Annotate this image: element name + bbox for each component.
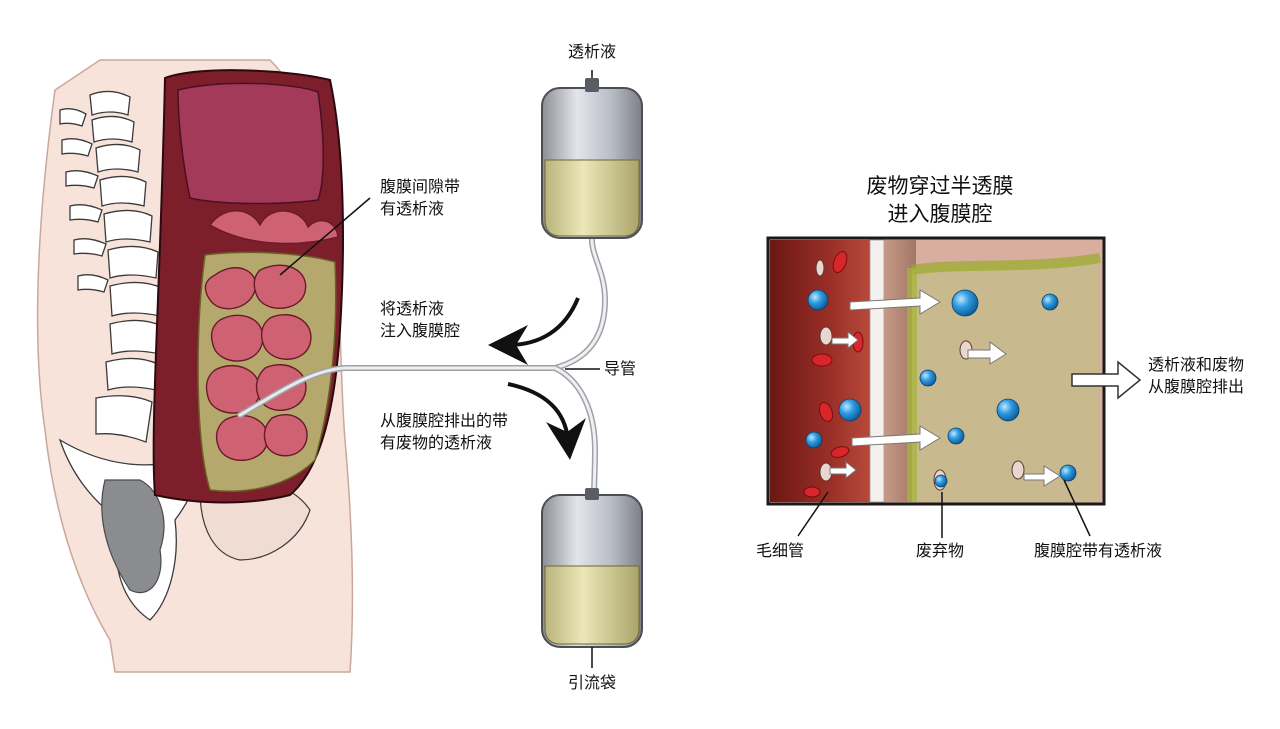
exit-label-line1: 透析液和废物 <box>1148 355 1245 374</box>
spine <box>59 90 163 443</box>
capillary-label: 毛细管 <box>756 541 805 560</box>
body-cross-section <box>36 59 371 673</box>
inflow-arrow <box>488 297 580 365</box>
drain-bag-label: 引流袋 <box>567 673 616 692</box>
detail-title-line1: 废物穿过半透膜 <box>866 174 1014 198</box>
peritoneal-leader <box>279 197 371 276</box>
cavity-leader <box>1063 479 1091 537</box>
drain-bag <box>541 488 643 668</box>
exit-arrow <box>1071 360 1142 400</box>
dialysate-bag-label: 透析液 <box>567 42 616 61</box>
outflow-arrow <box>507 382 586 460</box>
inflow-label-line1: 将透析液 <box>380 299 445 318</box>
outflow-label-line2: 有废物的透析液 <box>380 433 493 452</box>
waste-particles <box>805 289 1077 488</box>
bladder-rectum <box>101 479 165 594</box>
detail-title-line2: 进入腹膜腔 <box>887 202 993 226</box>
peritoneal-space-label-line2: 有透析液 <box>380 199 445 218</box>
membrane-detail-panel <box>766 236 1142 538</box>
catheter-label: 导管 <box>604 359 637 378</box>
red-blood-cells <box>803 250 864 498</box>
intestines <box>204 210 339 462</box>
exit-label-line2: 从腹膜腔排出 <box>1148 377 1245 396</box>
diffusion-arrows <box>829 289 1061 487</box>
peritoneal-space-label-line1: 腹膜间隙带 <box>380 177 461 196</box>
capillary-vessel <box>770 240 870 502</box>
outflow-label-line1: 从腹膜腔排出的带 <box>380 411 509 430</box>
liver <box>177 82 324 205</box>
catheter-system <box>345 70 643 668</box>
cavity-dialysate-label: 腹膜腔带有透析液 <box>1034 541 1163 560</box>
capillary-leader <box>797 491 829 537</box>
inflow-label-line2: 注入腹膜腔 <box>380 321 461 340</box>
waste-label: 废弃物 <box>916 541 965 560</box>
dialysate-bag <box>541 70 643 239</box>
